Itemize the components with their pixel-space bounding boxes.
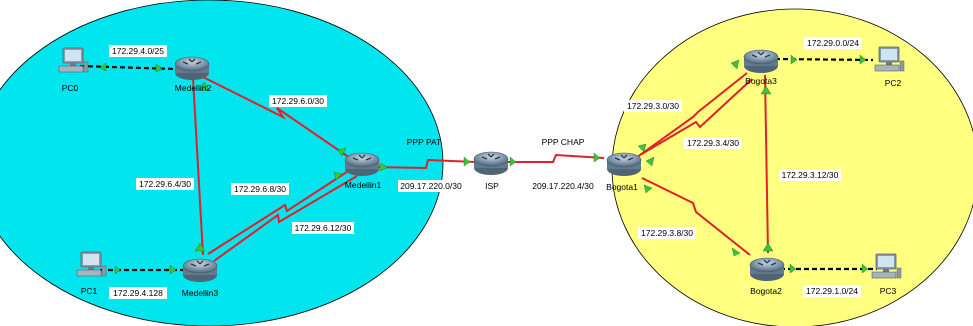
subnet-isp-bogota1: 209.17.220.4/30 <box>532 181 594 191</box>
pc0-label: PC0 <box>62 83 79 93</box>
protocol-labels: PPP PAT PPP CHAP <box>407 137 585 147</box>
link-medellin2-medellin3 <box>192 77 204 256</box>
bogota2-router[interactable] <box>749 257 785 282</box>
bogota1-label: Bogota1 <box>606 182 638 192</box>
ppp-pat-label: PPP PAT <box>407 137 442 147</box>
medellin2-label: Medellin2 <box>175 83 212 93</box>
link-bogota3-bogota2 <box>764 74 769 254</box>
subnet-bogota3-pc2: 172.29.0.0/24 <box>807 38 859 48</box>
bogota3-label: Bogota3 <box>745 76 777 86</box>
subnet-medellin3-medellin1-b: 172.29.6.12/30 <box>295 223 352 233</box>
link-bogota1-bogota2 <box>641 177 751 256</box>
subnet-bogota3-bogota2: 172.29.3.12/30 <box>782 170 839 180</box>
medellin2-router[interactable] <box>174 56 210 81</box>
isp-label: ISP <box>485 181 499 191</box>
pc1-label: PC1 <box>81 286 98 296</box>
link-bogota1-bogota3-a <box>639 78 753 156</box>
link-medellin3-medellin1-b <box>213 175 358 262</box>
subnet-bogota1-bogota3-b: 172.29.3.4/30 <box>687 138 739 148</box>
medellin1-label: Medellin1 <box>345 180 382 190</box>
pc3-label: PC3 <box>880 286 897 296</box>
pc2-label: PC2 <box>885 78 902 88</box>
isp-router[interactable] <box>473 151 509 176</box>
bogota1-router[interactable] <box>606 152 642 177</box>
subnet-bogota1-bogota3-a: 172.29.3.0/30 <box>627 101 679 111</box>
port-indicators <box>99 54 869 275</box>
bogota2-label: Bogota2 <box>750 286 782 296</box>
bogota3-router[interactable] <box>743 49 779 74</box>
link-medellin2-medellin1 <box>192 71 351 159</box>
ppp-chap-label: PPP CHAP <box>542 137 585 147</box>
subnet-medellin2-medellin3: 172.29.6.4/30 <box>139 179 191 189</box>
subnet-medellin1-isp: 209.17.220.0/30 <box>400 181 462 191</box>
link-bogota1-bogota3-b <box>632 72 748 161</box>
medellin-region <box>0 0 444 326</box>
subnet-bogota2-pc3: 172.29.1.0/24 <box>806 286 858 296</box>
medellin3-router[interactable] <box>182 258 218 283</box>
subnet-pc1-medellin3: 172.29.4.128 <box>113 288 163 298</box>
link-medellin1-isp <box>373 158 477 170</box>
subnet-pc0-medellin2: 172.29.4.0/25 <box>112 46 164 56</box>
device-labels: PC0 PC1 PC2 PC3 Medellin2 Medellin1 Mede… <box>62 76 902 298</box>
medellin3-label: Medellin3 <box>182 288 219 298</box>
medellin1-router[interactable] <box>344 152 380 177</box>
subnet-labels: 172.29.4.0/25 172.29.6.0/30 172.29.6.4/3… <box>109 37 862 299</box>
subnet-medellin3-medellin1-a: 172.29.6.8/30 <box>234 184 286 194</box>
subnet-bogota1-bogota2: 172.29.3.8/30 <box>641 228 693 238</box>
link-isp-bogota1 <box>505 153 605 163</box>
link-medellin3-medellin1-a <box>207 165 357 255</box>
serial-links <box>192 71 769 262</box>
subnet-medellin2-medellin1: 172.29.6.0/30 <box>272 96 324 106</box>
